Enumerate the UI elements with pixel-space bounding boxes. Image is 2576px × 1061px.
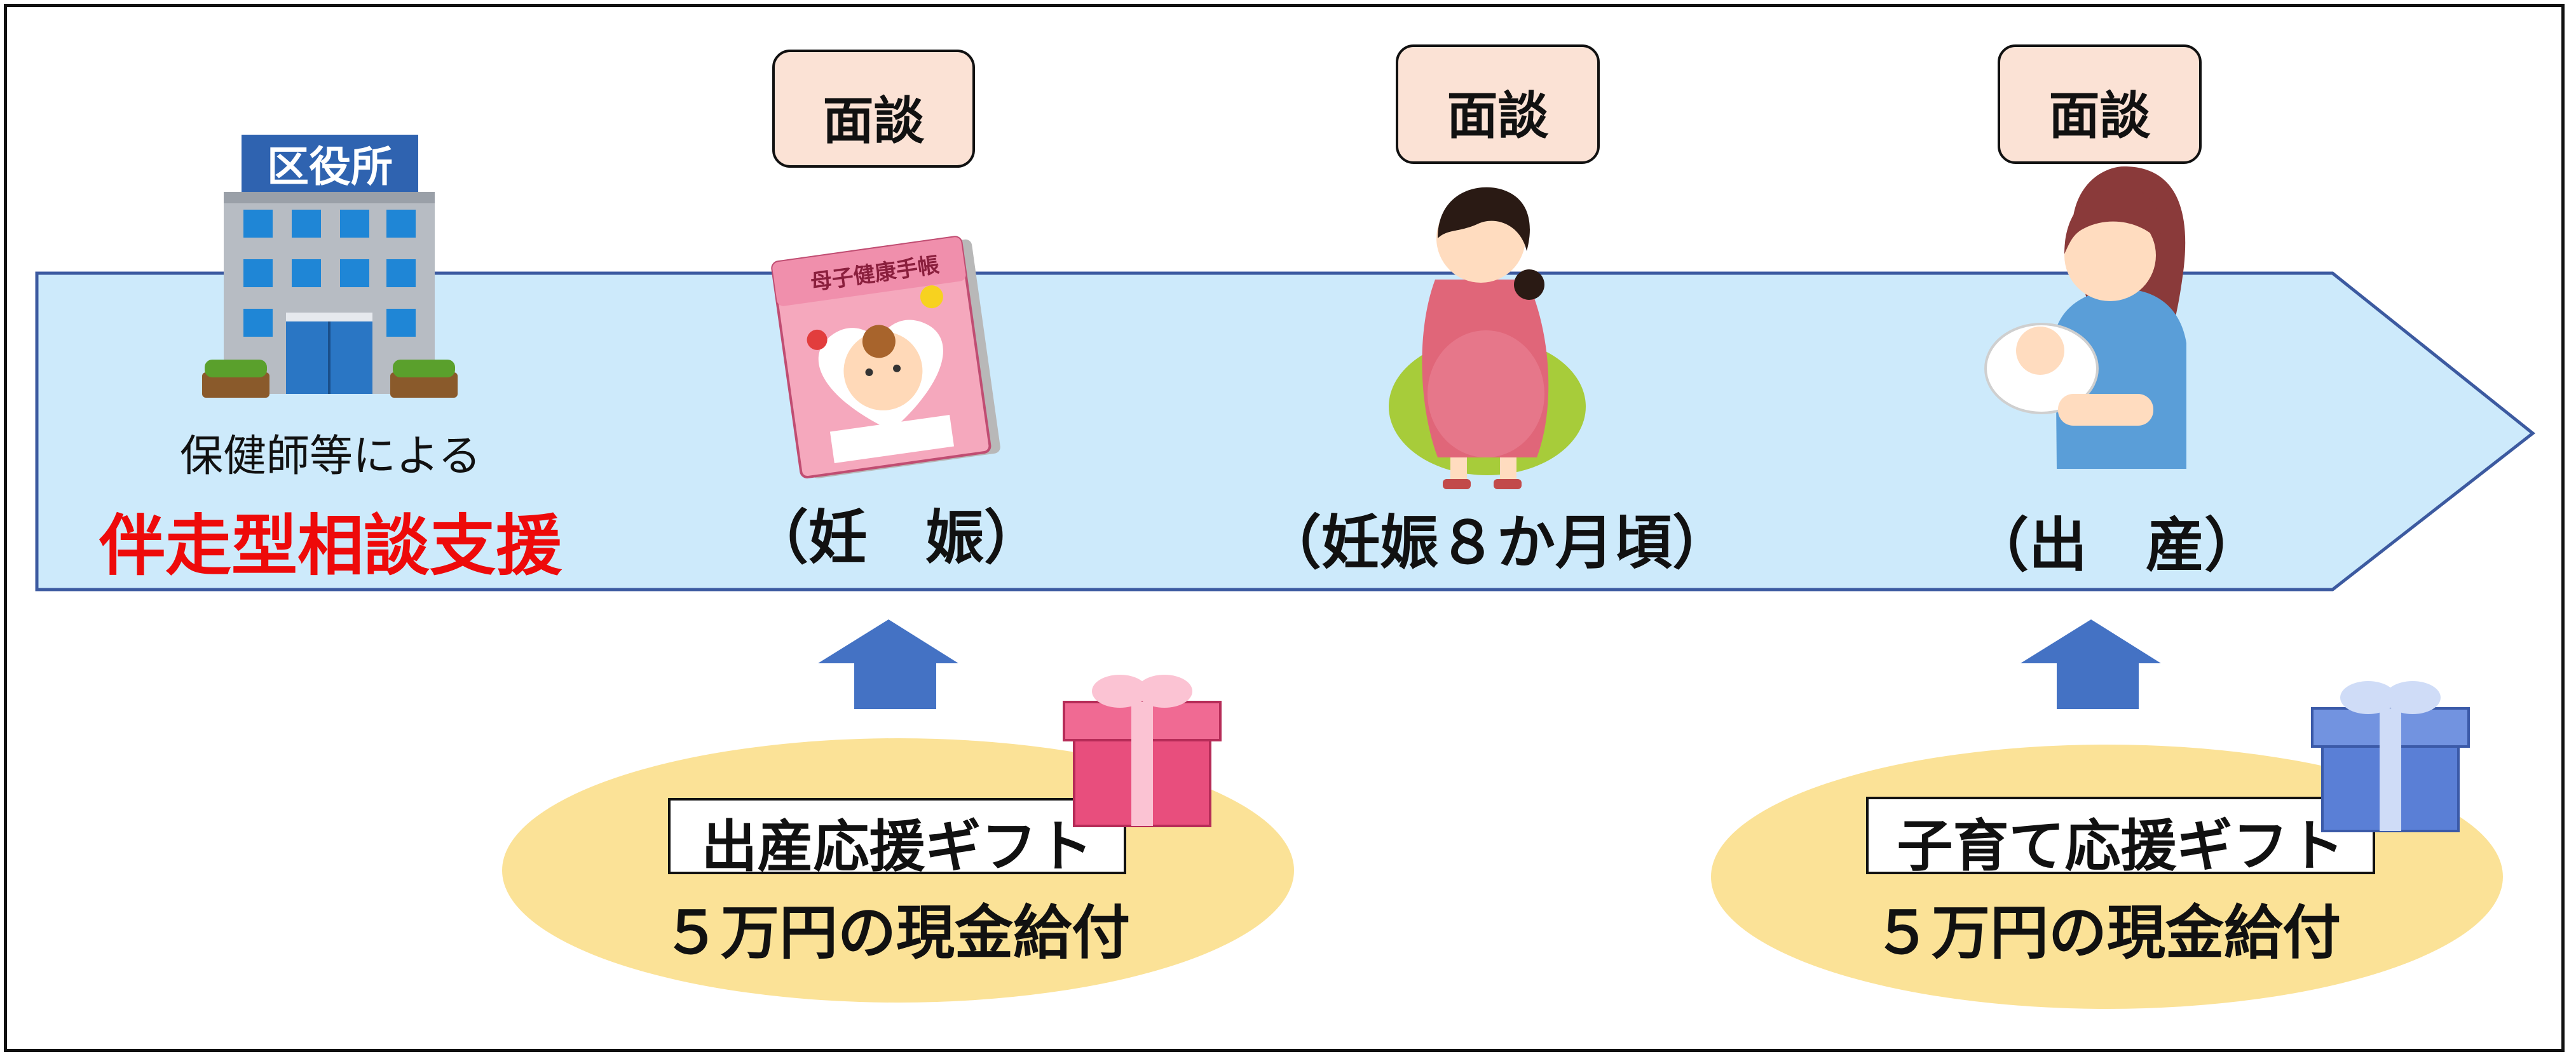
gift-title-frame-left (668, 798, 1126, 874)
interview-box-3 (1998, 44, 2202, 164)
support-subtitle: 保健師等による (180, 431, 481, 482)
office-sign-text: 区役所 (267, 142, 393, 191)
stage-label-8-months: （妊娠８か月頃） (1262, 509, 1731, 577)
stage-label-birth: （出 産） (1970, 511, 2263, 579)
timeline-arrow (35, 271, 2536, 591)
up-arrow-left (818, 619, 958, 709)
maternal-handbook-icon (771, 236, 1000, 479)
interview-label-2: 面談 (1447, 86, 1549, 145)
gift-amount-left: ５万円の現金給付 (662, 899, 1130, 967)
interview-label-1: 面談 (822, 91, 925, 151)
interview-box-2 (1396, 44, 1600, 164)
interview-label-3: 面談 (2048, 86, 2151, 145)
gift-title-frame-right (1866, 797, 2375, 874)
up-arrow-right (2021, 619, 2161, 709)
pregnant-woman-icon (1389, 187, 1586, 489)
gift-title-right: 子育て応援ギフト (1897, 813, 2345, 879)
stage-label-pregnancy: （妊 娠） (750, 504, 1043, 572)
gift-box-blue-icon (2311, 681, 2470, 832)
mother-with-baby-icon (1984, 166, 2186, 469)
outer-frame (4, 4, 2565, 1052)
gift-amount-right: ５万円の現金給付 (1872, 899, 2341, 967)
gift-title-left: 出産応援ギフト (701, 814, 1093, 879)
gift-box-pink-icon (1063, 675, 1222, 827)
interview-box-1 (772, 50, 975, 168)
ward-office-building-icon (202, 135, 458, 398)
support-title: 伴走型相談支援 (99, 507, 562, 585)
